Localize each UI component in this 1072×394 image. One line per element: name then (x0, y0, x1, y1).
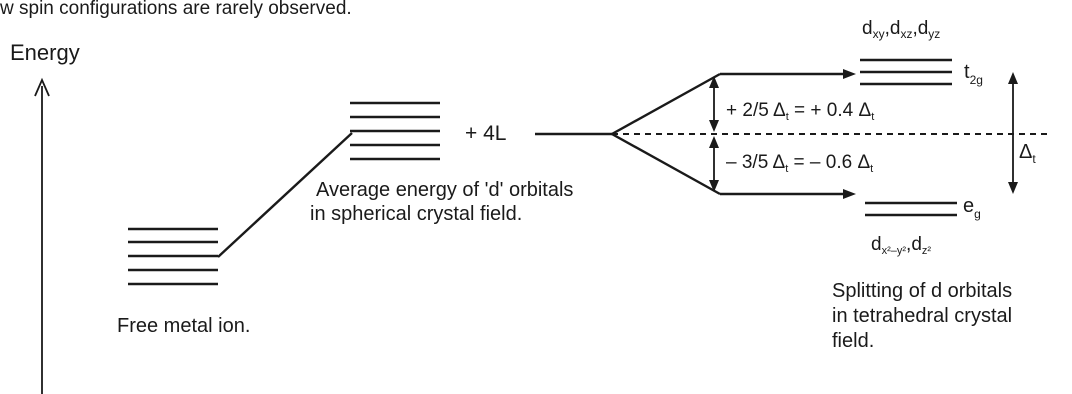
t2g-levels (860, 58, 952, 86)
eg-connector-arrow (720, 189, 856, 199)
eg-levels (865, 201, 957, 217)
ligand-label: + 4L (465, 122, 506, 145)
lower-gap-arrow (709, 136, 719, 192)
spherical-label-line2: in spherical crystal field. (310, 203, 522, 225)
t2g-connector-arrow (720, 69, 856, 79)
tetrahedral-label-line2: in tetrahedral crystal (832, 305, 1012, 327)
upper-gap-label: + 2/5 Δt = + 0.4 Δt (726, 100, 874, 123)
energy-axis-arrow (34, 77, 50, 394)
upper-gap-arrow (709, 76, 719, 132)
total-splitting-arrow (1008, 72, 1018, 194)
free-ion-label: Free metal ion. (117, 315, 250, 337)
splitting-branches (609, 72, 721, 196)
eg-orbitals-label: dx²–y²,dz² (871, 234, 931, 257)
spherical-label-line1: Average energy of 'd' orbitals (316, 179, 573, 201)
energy-axis-label: Energy (10, 40, 80, 65)
eg-label: eg (963, 195, 981, 221)
tetrahedral-label-line3: field. (832, 330, 874, 352)
connector-free-to-spherical (217, 132, 353, 258)
spherical-field-levels (350, 101, 440, 161)
free-ion-levels (128, 227, 218, 286)
t2g-label: t2g (964, 61, 983, 87)
tetrahedral-label-line1: Splitting of d orbitals (832, 280, 1012, 302)
cut-off-header-text: w spin configurations are rarely observe… (0, 0, 352, 19)
lower-gap-label: – 3/5 Δt = – 0.6 Δt (726, 152, 873, 175)
total-splitting-label: Δt (1019, 141, 1036, 166)
t2g-orbitals-label: dxy,dxz,dyz (862, 18, 940, 41)
